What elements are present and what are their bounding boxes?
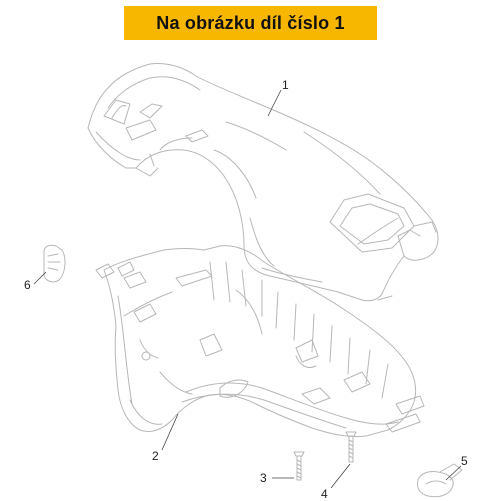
leader-line-6 xyxy=(33,271,47,285)
leader-line-2 xyxy=(161,413,179,451)
callout-5: 5 xyxy=(461,454,468,468)
page-title-banner: Na obrázku díl číslo 1 xyxy=(124,6,377,40)
screw-part-4 xyxy=(345,431,357,463)
clip-part-6 xyxy=(43,244,66,283)
leader-lines xyxy=(33,89,462,489)
screw-part-3 xyxy=(293,451,305,481)
callout-1: 1 xyxy=(282,78,289,92)
leader-line-5 xyxy=(445,465,462,481)
leader-line-4 xyxy=(330,463,351,489)
callout-4: 4 xyxy=(321,487,328,501)
leader-line-1 xyxy=(267,89,282,117)
lower-handlebar-cover xyxy=(95,245,425,437)
clip-part-5 xyxy=(417,463,463,498)
upper-handlebar-cover xyxy=(87,63,439,302)
page-title: Na obrázku díl číslo 1 xyxy=(156,12,345,33)
callout-6: 6 xyxy=(24,278,31,292)
callout-2: 2 xyxy=(152,449,159,463)
callout-3: 3 xyxy=(260,471,267,485)
